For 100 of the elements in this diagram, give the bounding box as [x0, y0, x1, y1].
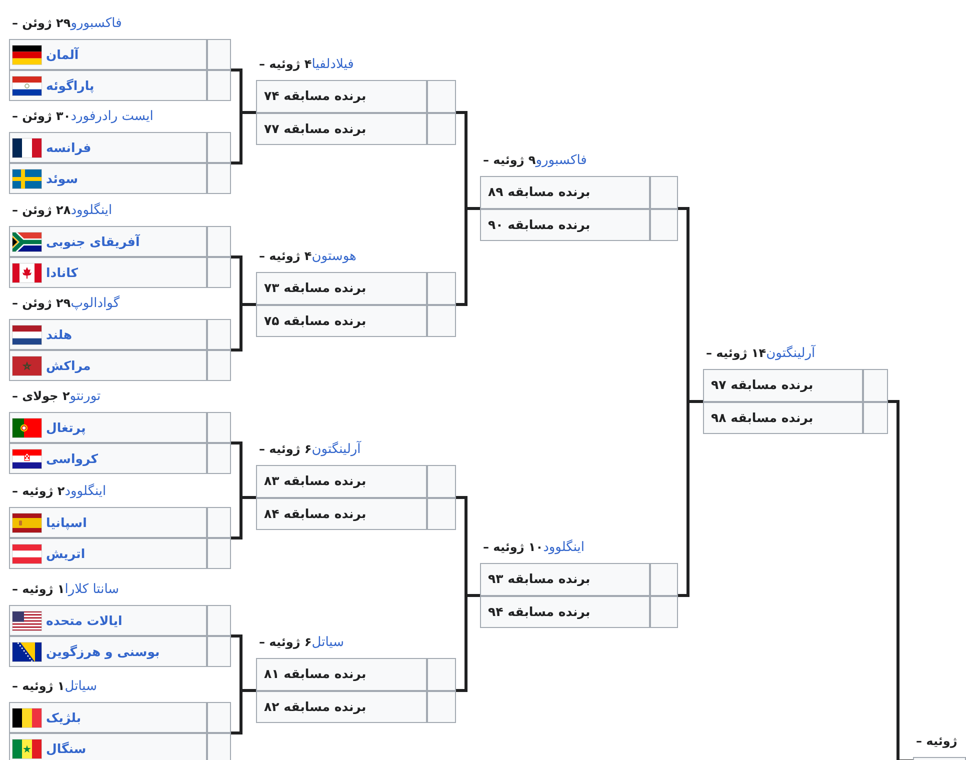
venue-link: اینگلوود [543, 540, 584, 555]
match-date: ۱ ژوئیه – [12, 679, 65, 693]
match-date: ۶ ژوئیه – [259, 635, 312, 649]
team-link: کرواسی [46, 450, 98, 468]
team-row [256, 465, 456, 498]
team-link: سوئد [46, 170, 78, 188]
bracket-line [888, 400, 913, 760]
team-row [9, 443, 231, 474]
match-date: ۲۹ ژوئن – [12, 296, 71, 310]
match-winner-label: برنده مسابقه ۸۹ [488, 183, 590, 201]
venue-link: آرلینگتون [766, 346, 816, 361]
team-row [703, 402, 888, 434]
team-link: آفریقای جنوبی [46, 233, 140, 251]
venue-link: اینگلوود [64, 484, 106, 499]
team-link: هلند [46, 326, 72, 344]
team-row [9, 226, 231, 257]
match-winner-label: برنده مسابقه ۸۱ [264, 665, 366, 683]
match-winner-label: برنده مسابقه ۷۵ [264, 312, 366, 330]
match-date: ۱ ژوئیه – [12, 582, 65, 596]
team-link: ایالات متحده [46, 612, 122, 630]
match-date: ۱۴ ژوئیه – [706, 346, 766, 360]
match-date: ۱۰ ژوئیه – [483, 540, 544, 554]
bracket-line [456, 207, 480, 306]
venue-link: ایست رادرفورد [70, 109, 154, 124]
match-date: ۴ ژوئیه – [259, 57, 312, 71]
team-row [256, 272, 456, 304]
team-link: کانادا [46, 264, 78, 282]
match-date: ۲ ژوئیه – [12, 484, 65, 498]
match-date: ۹ ژوئیه – [483, 153, 536, 167]
team-row [256, 304, 456, 337]
match-winner-label: برنده مسابقه ۷۴ [264, 87, 366, 105]
team-row [9, 636, 231, 667]
match-winner-label: برنده مسابقه ۹۸ [711, 408, 814, 427]
team-row [913, 757, 966, 760]
team-row [9, 319, 231, 350]
team-row [256, 80, 456, 112]
venue-link: سیاتل [64, 679, 97, 694]
match-winner-label: برنده مسابقه ۹۷ [711, 376, 814, 394]
match-winner-label: برنده مسابقه ۸۴ [264, 504, 366, 523]
team-row [256, 498, 456, 530]
bracket-line [231, 689, 256, 734]
venue-link: فاکسبورو [536, 153, 587, 168]
team-row [256, 112, 456, 145]
match-date: ۲ جولای – [12, 389, 70, 403]
team-row [9, 132, 231, 163]
team-link: سنگال [46, 740, 86, 758]
team-row [256, 658, 456, 690]
venue-link: سانتا کلارا [64, 582, 120, 597]
match-date: ۴ ژوئیه – [259, 249, 312, 263]
bracket-line [231, 496, 256, 540]
team-row [703, 369, 888, 402]
team-row [9, 605, 231, 636]
venue-link: فیلادلفیا [312, 57, 354, 72]
team-row [480, 176, 678, 208]
match-winner-label: برنده مسابقه ۷۳ [264, 279, 366, 297]
team-row [9, 70, 231, 101]
venue-link: اینگلوود [70, 203, 112, 218]
team-link: مراکش [46, 357, 91, 375]
team-row [9, 507, 231, 538]
team-row [9, 163, 231, 194]
team-link: بلژیک [46, 709, 82, 727]
team-link: پاراگوئه [46, 77, 94, 95]
match-winner-label: برنده مسابقه ۸۲ [264, 698, 366, 716]
bracket-line [231, 111, 256, 164]
team-row [9, 733, 231, 760]
match-date: ۲۸ ژوئن – [12, 203, 71, 217]
team-row [9, 350, 231, 381]
team-link: آلمان [46, 46, 79, 64]
match-date: ۲۹ ژوئن – [12, 16, 71, 30]
venue-link: گوادالوپ [70, 296, 120, 311]
team-row [9, 538, 231, 569]
bracket-line [231, 303, 256, 352]
match-date: ۳۰ ژوئن – [12, 109, 71, 123]
team-row [9, 702, 231, 733]
team-row [480, 208, 678, 241]
team-row [480, 563, 678, 596]
match-winner-label: برنده مسابقه ۹۴ [488, 602, 590, 621]
team-link: اسپانیا [46, 514, 87, 532]
team-row [9, 257, 231, 288]
venue-link: فاکسبورو [70, 16, 122, 31]
match-winner-label: برنده مسابقه ۷۷ [264, 120, 366, 138]
venue-link: تورنتو [70, 389, 101, 404]
match-winner-label: برنده مسابقه ۸۳ [264, 472, 366, 490]
venue-link: سیاتل [312, 635, 344, 650]
team-link: پرتغال [46, 419, 86, 437]
bracket-line [678, 400, 703, 597]
match-date: ژوئیه – [916, 734, 958, 748]
bracket-line [456, 594, 480, 692]
team-link: بوسنی و هرزگوین [46, 643, 160, 661]
venue-link: آرلینگتون [312, 442, 361, 457]
team-link: اتریش [46, 545, 86, 563]
team-link: فرانسه [46, 139, 92, 157]
team-row [9, 39, 231, 70]
match-winner-label: برنده مسابقه ۹۳ [488, 570, 590, 588]
venue-link: هوستون [312, 249, 356, 264]
match-date: ۶ ژوئیه – [259, 442, 312, 456]
team-row [9, 412, 231, 443]
match-winner-label: برنده مسابقه ۹۰ [488, 216, 590, 234]
team-row [256, 690, 456, 723]
team-row [480, 596, 678, 628]
